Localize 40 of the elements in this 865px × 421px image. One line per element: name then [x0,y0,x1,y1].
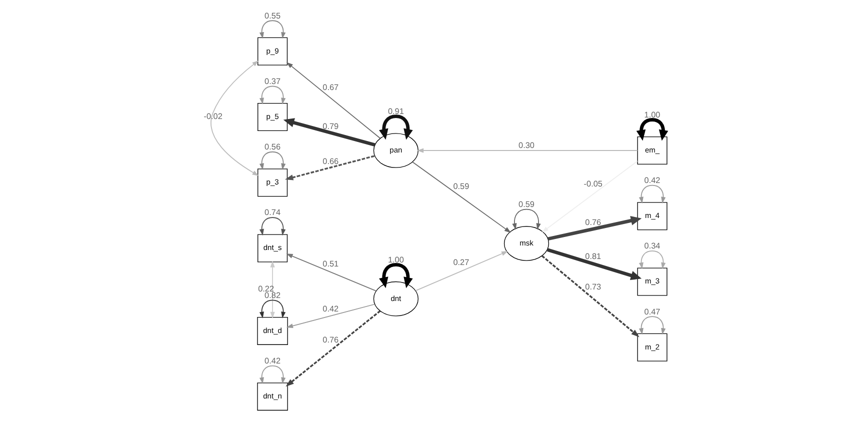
arrow [286,303,376,328]
arrow [636,118,668,140]
arrow [259,85,286,104]
arrow [412,161,511,232]
arrow [638,250,666,269]
arrow [284,154,376,180]
arrow [415,250,508,291]
arrow [286,62,381,138]
node-box: p_3 [258,168,288,196]
arrow [512,208,541,230]
arrow [379,262,413,288]
node-ellipse: pan [373,132,418,168]
node-box: dnt_d [257,316,288,344]
arrow [259,150,286,170]
node-box: m_4 [637,202,668,230]
node-box: m_2 [637,332,668,361]
arrow [379,114,413,140]
arrow [259,20,286,38]
arrow [286,310,381,386]
arrow [417,148,638,152]
node-box: p_5 [258,102,288,131]
arrow [259,364,286,384]
arrow [546,248,642,280]
arrow [270,260,275,318]
node-box: m_3 [637,267,668,296]
node-box: em_ [637,136,668,164]
node-box: p_9 [258,36,288,65]
arrow [283,118,376,146]
arrow [638,184,666,204]
arrow [259,216,286,236]
arrow [541,254,640,337]
arrow [286,253,377,291]
arrow [542,160,638,232]
node-box: dnt_s [258,234,288,262]
arrow [210,60,259,176]
arrow [259,299,286,318]
arrow [548,216,642,240]
node-ellipse: dnt [373,280,418,316]
arrow [638,316,666,334]
node-box: dnt_n [257,382,288,410]
